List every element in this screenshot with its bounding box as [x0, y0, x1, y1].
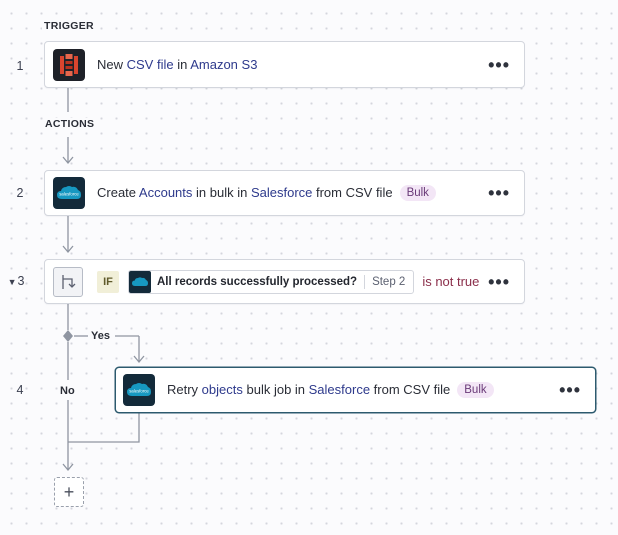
- svg-text:salesforce: salesforce: [59, 192, 79, 197]
- condition-operator: is not true: [422, 274, 480, 289]
- add-step-button[interactable]: +: [54, 477, 84, 507]
- salesforce-icon: [129, 270, 151, 293]
- salesforce-icon: salesforce: [123, 374, 155, 406]
- app-link: Salesforce: [250, 185, 313, 200]
- bulk-badge: Bulk: [399, 185, 436, 201]
- more-options-button[interactable]: •••: [488, 271, 510, 292]
- salesforce-icon: salesforce: [53, 177, 85, 209]
- object-link: CSV file: [126, 57, 174, 72]
- bulk-badge: Bulk: [457, 382, 494, 398]
- action-step-card[interactable]: salesforce Create Accounts in bulk in Sa…: [44, 170, 525, 216]
- pill-divider: [364, 274, 366, 289]
- action-step-text: Create Accounts in bulk in Salesforce fr…: [97, 185, 436, 201]
- if-condition-card[interactable]: IF All records successfully processed? S…: [44, 259, 525, 304]
- retry-step-card[interactable]: salesforce Retry objects bulk job in Sal…: [115, 367, 596, 413]
- step-number-collapsible[interactable]: ▼3: [4, 274, 28, 288]
- branch-no-label: No: [58, 385, 77, 397]
- app-link: Amazon S3: [190, 57, 258, 72]
- step-number: 3: [17, 274, 25, 288]
- object-link: objects: [201, 382, 243, 397]
- actions-section-label: ACTIONS: [43, 118, 97, 130]
- trigger-section-label: TRIGGER: [42, 20, 96, 32]
- step-number: 2: [16, 186, 24, 200]
- collapse-caret-icon[interactable]: ▼: [7, 277, 17, 287]
- step-number: 4: [16, 383, 24, 397]
- more-options-button[interactable]: •••: [559, 380, 581, 400]
- trigger-step-card[interactable]: New CSV file in Amazon S3 •••: [44, 41, 525, 88]
- trigger-step-text: New CSV file in Amazon S3: [97, 57, 258, 72]
- condition-field-pill[interactable]: All records successfully processed? Step…: [128, 269, 415, 294]
- retry-step-text: Retry objects bulk job in Salesforce fro…: [167, 382, 494, 398]
- svg-text:salesforce: salesforce: [129, 389, 149, 394]
- condition-field-name: All records successfully processed?: [157, 275, 358, 288]
- condition-field-step: Step 2: [372, 275, 406, 288]
- step-number: 1: [16, 59, 24, 73]
- amazon-s3-icon: [53, 48, 85, 81]
- more-options-button[interactable]: •••: [488, 54, 510, 75]
- object-link: Accounts: [138, 185, 193, 200]
- conditional-branch-icon: [53, 266, 83, 297]
- more-options-button[interactable]: •••: [488, 183, 510, 203]
- app-link: Salesforce: [308, 382, 371, 397]
- branch-yes-label: Yes: [89, 330, 112, 342]
- if-tag: IF: [97, 270, 119, 293]
